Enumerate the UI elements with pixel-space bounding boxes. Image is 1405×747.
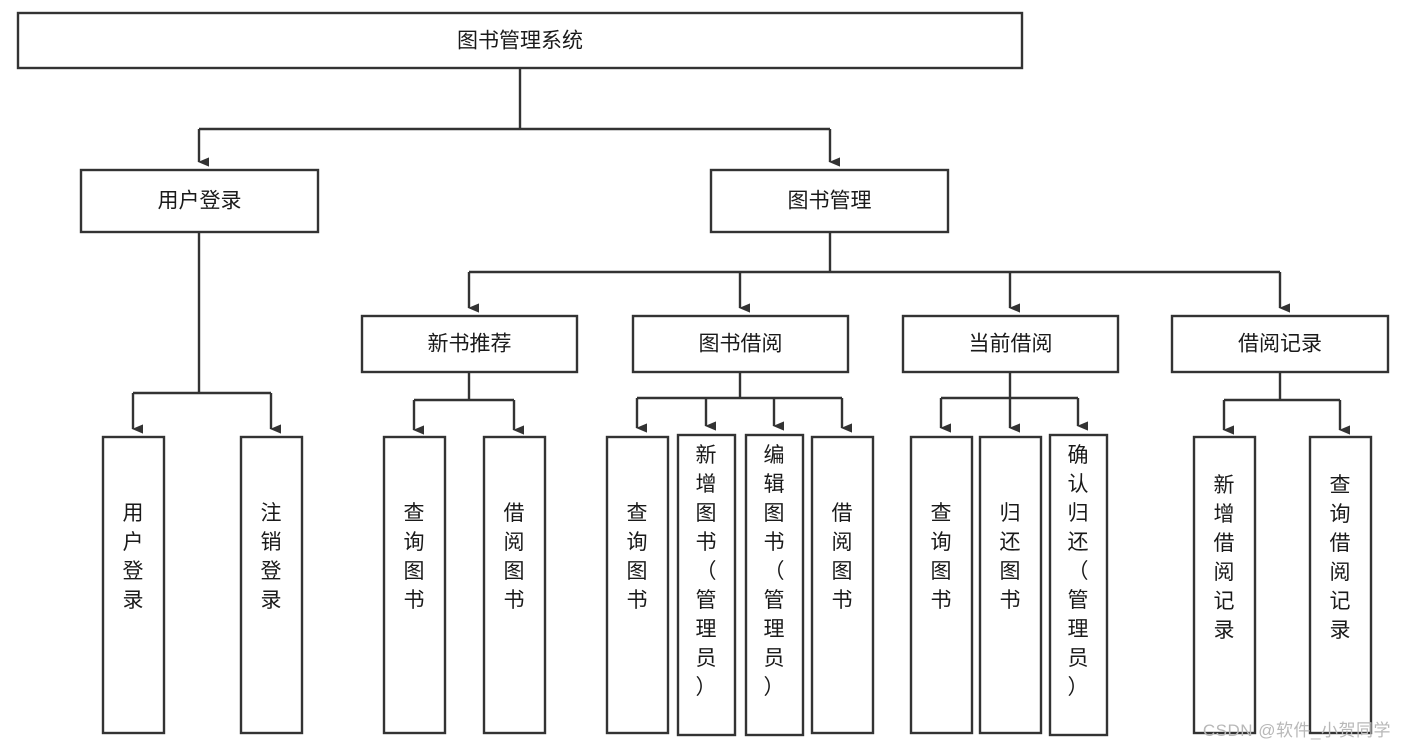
node-leaf-10-box[interactable] (1048, 433, 1109, 737)
node-leaf-add-borrow-record[interactable]: 新增借阅记录 (1192, 435, 1257, 735)
node-book-management-label: 图书管理 (788, 190, 872, 213)
node-leaf-0-label: 用户登录 (123, 502, 144, 612)
node-leaf-edit-book-admin[interactable]: 编辑图书（管理员） (744, 433, 805, 737)
node-leaf-4-label: 查询图书 (627, 502, 648, 612)
node-current-borrowing[interactable]: 当前借阅 (901, 314, 1120, 374)
node-book-borrowing-box[interactable] (631, 314, 850, 374)
node-leaf-11-label: 新增借阅记录 (1214, 474, 1235, 642)
node-leaf-2-label: 查询图书 (404, 502, 425, 612)
node-book-management-box[interactable] (709, 168, 950, 234)
node-current-borrowing-box[interactable] (901, 314, 1120, 374)
node-leaf-1-box[interactable] (239, 435, 304, 735)
node-leaf-8-box[interactable] (909, 435, 974, 735)
node-leaf-12-label: 查询借阅记录 (1330, 474, 1351, 642)
node-leaf-12-box[interactable] (1308, 435, 1373, 735)
node-root-box[interactable] (16, 11, 1024, 70)
node-leaf-query-books-borrow[interactable]: 查询图书 (605, 435, 670, 735)
node-leaf-query-books-rec[interactable]: 查询图书 (382, 435, 447, 735)
node-new-book-recommendation-box[interactable] (360, 314, 579, 374)
node-user-login-label: 用户登录 (158, 190, 242, 213)
node-leaf-return-books[interactable]: 归还图书 (978, 435, 1043, 735)
node-leaf-add-book-admin[interactable]: 新增图书（管理员） (676, 433, 737, 737)
node-leaf-5-box[interactable] (676, 433, 737, 737)
node-borrowing-record-box[interactable] (1170, 314, 1390, 374)
node-borrowing-record-label: 借阅记录 (1238, 333, 1322, 356)
node-leaf-9-box[interactable] (978, 435, 1043, 735)
node-root[interactable]: 图书管理系统 (16, 11, 1024, 70)
node-leaf-3-label: 借阅图书 (504, 502, 525, 612)
node-leaf-11-box[interactable] (1192, 435, 1257, 735)
node-leaf-10-label: 确认归还（管理员） (1068, 444, 1089, 699)
node-leaf-borrow-books-rec[interactable]: 借阅图书 (482, 435, 547, 735)
node-leaf-5-label: 新增图书（管理员） (696, 444, 717, 699)
node-user-login-box[interactable] (79, 168, 320, 234)
node-leaf-7-box[interactable] (810, 435, 875, 735)
node-book-management[interactable]: 图书管理 (709, 168, 950, 234)
node-current-borrowing-label: 当前借阅 (969, 333, 1053, 356)
node-leaf-0-box[interactable] (101, 435, 166, 735)
node-new-book-recommendation[interactable]: 新书推荐 (360, 314, 579, 374)
node-leaf-query-books-current[interactable]: 查询图书 (909, 435, 974, 735)
node-leaf-borrow-books-borrow[interactable]: 借阅图书 (810, 435, 875, 735)
node-leaf-confirm-return-admin[interactable]: 确认归还（管理员） (1048, 433, 1109, 737)
node-leaf-logout[interactable]: 注销登录 (239, 435, 304, 735)
node-book-borrowing-label: 图书借阅 (699, 333, 783, 356)
node-leaf-6-label: 编辑图书（管理员） (764, 444, 785, 699)
node-new-book-recommendation-label: 新书推荐 (428, 333, 512, 356)
node-borrowing-record[interactable]: 借阅记录 (1170, 314, 1390, 374)
node-leaf-6-box[interactable] (744, 433, 805, 737)
node-leaf-9-label: 归还图书 (1000, 502, 1021, 612)
node-leaf-3-box[interactable] (482, 435, 547, 735)
node-leaf-4-box[interactable] (605, 435, 670, 735)
node-root-label: 图书管理系统 (457, 30, 583, 53)
node-user-login[interactable]: 用户登录 (79, 168, 320, 234)
connector-layer (131, 68, 1350, 435)
node-leaf-2-box[interactable] (382, 435, 447, 735)
node-leaf-8-label: 查询图书 (931, 502, 952, 612)
node-leaf-1-label: 注销登录 (261, 502, 282, 612)
node-book-borrowing[interactable]: 图书借阅 (631, 314, 850, 374)
node-leaf-user-login[interactable]: 用户登录 (101, 435, 166, 735)
node-leaf-7-label: 借阅图书 (832, 502, 853, 612)
node-leaf-query-borrow-record[interactable]: 查询借阅记录 (1308, 435, 1373, 735)
